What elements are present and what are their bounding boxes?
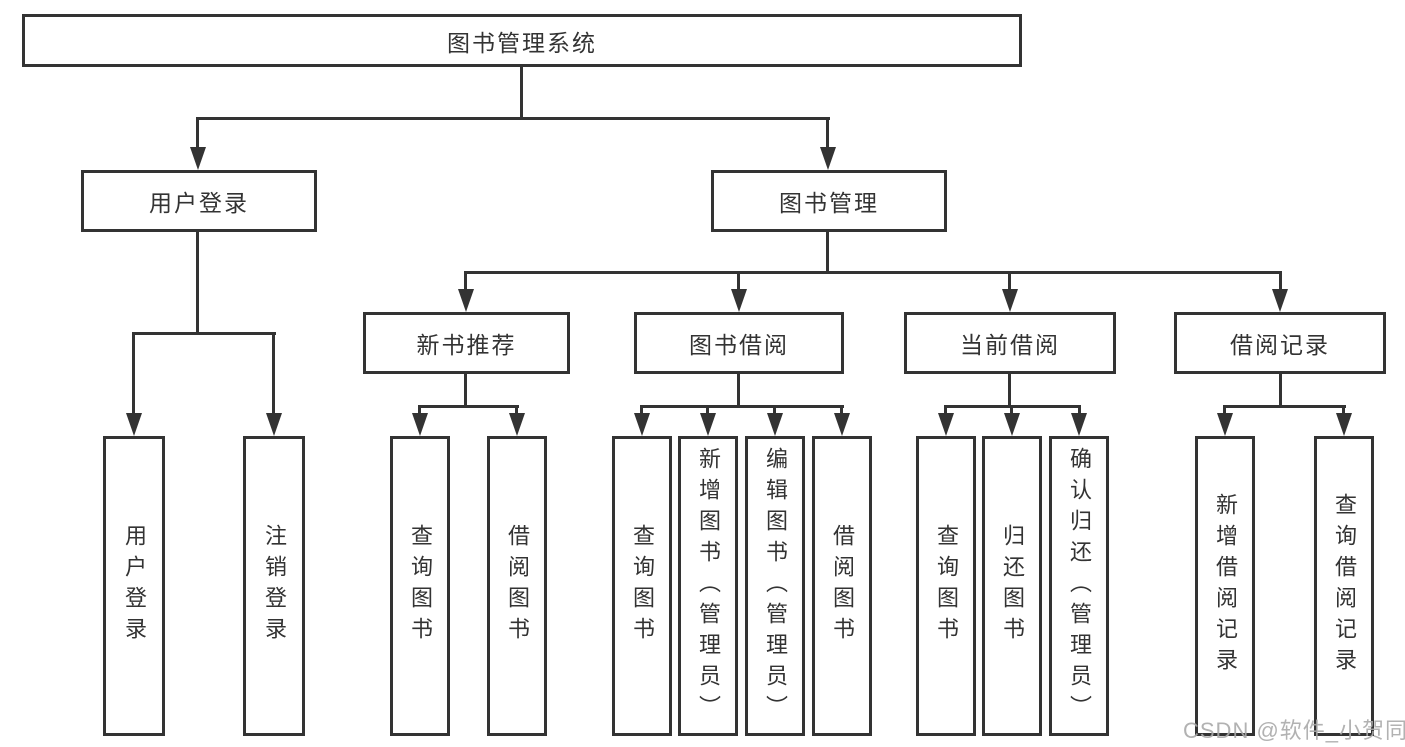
leaf-query-borrow-record: 查询借阅记录 xyxy=(1314,436,1374,736)
connector-line xyxy=(132,332,135,417)
connector-arrowhead-down xyxy=(266,413,282,436)
connector-line xyxy=(272,332,275,417)
leaf-query-books-3: 查询图书 xyxy=(916,436,976,736)
connector-arrowhead-down xyxy=(458,289,474,312)
node-label: 归还图书 xyxy=(1000,524,1025,648)
connector-line xyxy=(1008,374,1011,408)
connector-line xyxy=(515,405,518,417)
connector-line xyxy=(944,405,947,417)
leaf-edit-books-admin: 编辑图书（管理员） xyxy=(745,436,805,736)
connector-arrowhead-down xyxy=(1002,289,1018,312)
connector-line xyxy=(132,332,276,335)
connector-line xyxy=(418,405,421,417)
connector-arrowhead-down xyxy=(731,289,747,312)
connector-arrowhead-down xyxy=(1217,413,1233,436)
connector-line xyxy=(1078,405,1081,417)
node-label: 借阅图书 xyxy=(830,524,855,648)
connector-arrowhead-down xyxy=(190,147,206,170)
node-new-book-recommend: 新书推荐 xyxy=(363,312,570,374)
connector-line xyxy=(464,271,1282,274)
connector-line xyxy=(1279,374,1282,408)
node-label: 图书借阅 xyxy=(689,332,789,358)
connector-line xyxy=(840,405,843,417)
connector-arrowhead-down xyxy=(1004,413,1020,436)
connector-line xyxy=(1342,405,1345,417)
node-book-borrowing: 图书借阅 xyxy=(634,312,844,374)
node-label: 查询借阅记录 xyxy=(1332,493,1357,679)
connector-arrowhead-down xyxy=(1272,289,1288,312)
connector-arrowhead-down xyxy=(938,413,954,436)
connector-arrowhead-down xyxy=(126,413,142,436)
node-current-borrowing: 当前借阅 xyxy=(904,312,1116,374)
node-label: 借阅记录 xyxy=(1230,332,1330,358)
connector-line xyxy=(418,405,519,408)
connector-line xyxy=(737,374,740,408)
node-label: 新增借阅记录 xyxy=(1213,493,1238,679)
connector-line xyxy=(640,405,844,408)
connector-line xyxy=(464,374,467,408)
connector-line xyxy=(737,271,740,293)
connector-arrowhead-down xyxy=(509,413,525,436)
node-label: 确认归还（管理员） xyxy=(1067,446,1092,726)
connector-arrowhead-down xyxy=(412,413,428,436)
leaf-add-borrow-record: 新增借阅记录 xyxy=(1195,436,1255,736)
node-user-login: 用户登录 xyxy=(81,170,317,232)
leaf-borrow-books-1: 借阅图书 xyxy=(487,436,547,736)
connector-line xyxy=(464,271,467,293)
connector-arrowhead-down xyxy=(1336,413,1352,436)
node-label: 图书管理 xyxy=(779,190,879,216)
connector-line xyxy=(196,117,199,151)
node-label: 用户登录 xyxy=(122,524,147,648)
node-book-management: 图书管理 xyxy=(711,170,947,232)
leaf-logout: 注销登录 xyxy=(243,436,305,736)
leaf-borrow-books-2: 借阅图书 xyxy=(812,436,872,736)
node-label: 查询图书 xyxy=(934,524,959,648)
connector-line xyxy=(520,67,523,119)
connector-arrowhead-down xyxy=(700,413,716,436)
connector-line xyxy=(1223,405,1226,417)
connector-line xyxy=(1223,405,1346,408)
node-label: 图书管理系统 xyxy=(447,29,597,56)
connector-arrowhead-down xyxy=(767,413,783,436)
node-borrowing-records: 借阅记录 xyxy=(1174,312,1386,374)
connector-arrowhead-down xyxy=(820,147,836,170)
leaf-confirm-return-admin: 确认归还（管理员） xyxy=(1049,436,1109,736)
connector-arrowhead-down xyxy=(834,413,850,436)
node-label: 借阅图书 xyxy=(505,524,530,648)
leaf-query-books-2: 查询图书 xyxy=(612,436,672,736)
node-label: 查询图书 xyxy=(408,524,433,648)
leaf-user-login: 用户登录 xyxy=(103,436,165,736)
connector-line xyxy=(1010,405,1013,417)
connector-line xyxy=(773,405,776,417)
connector-line xyxy=(826,117,829,151)
node-label: 新书推荐 xyxy=(416,332,517,358)
node-library-management-system: 图书管理系统 xyxy=(22,14,1022,67)
leaf-add-books-admin: 新增图书（管理员） xyxy=(678,436,738,736)
connector-arrowhead-down xyxy=(1071,413,1087,436)
connector-arrowhead-down xyxy=(634,413,650,436)
node-label: 用户登录 xyxy=(149,190,249,216)
node-label: 当前借阅 xyxy=(960,332,1060,358)
node-label: 新增图书（管理员） xyxy=(696,446,721,726)
connector-line xyxy=(196,232,199,335)
connector-line xyxy=(706,405,709,417)
connector-line xyxy=(196,117,830,120)
connector-line xyxy=(640,405,643,417)
node-label: 编辑图书（管理员） xyxy=(763,446,788,726)
leaf-query-books-1: 查询图书 xyxy=(390,436,450,736)
csdn-watermark: CSDN @软件_小贺同学 xyxy=(1183,718,1405,743)
leaf-return-books: 归还图书 xyxy=(982,436,1042,736)
connector-line xyxy=(826,232,829,274)
node-label: 注销登录 xyxy=(262,524,287,648)
node-label: 查询图书 xyxy=(630,524,655,648)
connector-line xyxy=(1279,271,1282,293)
connector-line xyxy=(1008,271,1011,293)
